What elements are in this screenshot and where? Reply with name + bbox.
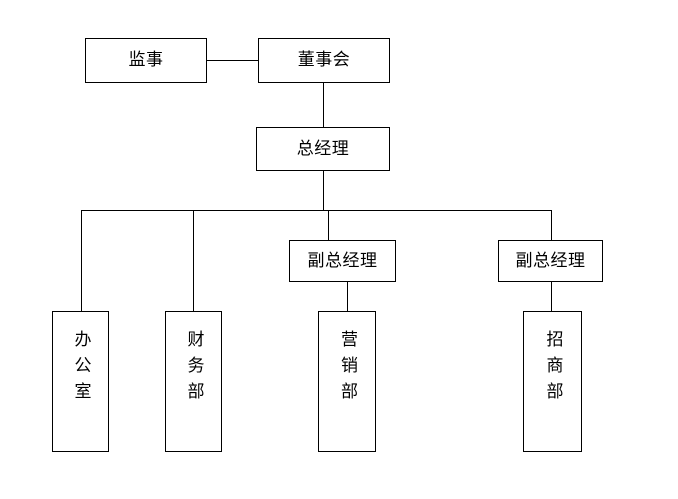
connector-bus-to-deputy-2: [551, 210, 552, 241]
connector-board-to-general-manager: [323, 82, 324, 128]
node-supervisor-label: 监事: [128, 50, 164, 71]
node-deputy-general-manager-1[interactable]: 副总经理: [289, 240, 396, 282]
connector-bus: [81, 210, 552, 211]
node-finance-department-label: 财务部: [183, 330, 204, 408]
node-investment-department-label: 招商部: [542, 330, 563, 408]
node-board-of-directors[interactable]: 董事会: [258, 38, 390, 83]
node-marketing-department[interactable]: 营销部: [318, 311, 376, 452]
node-supervisor[interactable]: 监事: [85, 38, 207, 83]
connector-bus-to-office: [81, 210, 82, 311]
node-deputy-general-manager-2-label: 副总经理: [515, 250, 586, 271]
connector-bus-to-deputy-1: [328, 210, 329, 241]
node-deputy-general-manager-2[interactable]: 副总经理: [498, 240, 603, 282]
node-deputy-general-manager-1-label: 副总经理: [307, 250, 378, 271]
connector-bus-to-finance: [193, 210, 194, 311]
node-marketing-department-label: 营销部: [337, 330, 358, 408]
node-board-of-directors-label: 董事会: [297, 50, 351, 71]
connector-deputy-1-to-marketing: [347, 281, 348, 312]
node-investment-department[interactable]: 招商部: [523, 311, 582, 452]
connector-general-manager-to-bus: [323, 170, 324, 211]
connector-deputy-2-to-investment: [551, 281, 552, 312]
node-office-label: 办公室: [70, 330, 91, 408]
connector-supervisor-to-board: [207, 60, 259, 61]
node-general-manager-label: 总经理: [296, 138, 350, 159]
node-finance-department[interactable]: 财务部: [165, 311, 222, 452]
node-general-manager[interactable]: 总经理: [256, 127, 390, 171]
node-office[interactable]: 办公室: [52, 311, 109, 452]
